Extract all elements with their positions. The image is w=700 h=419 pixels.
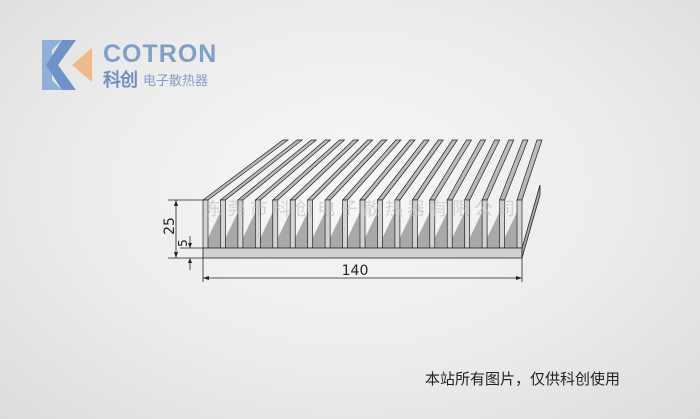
heatsink-base-side: [521, 184, 541, 259]
logo-brand-cn: 科创: [103, 70, 138, 91]
dimension-width: 140: [342, 263, 369, 279]
fin-slot-shadow: [487, 212, 500, 248]
fin-slot-shadow: [242, 212, 256, 248]
logo-brand-en: COTRON: [103, 40, 218, 68]
fin-slot-shadow: [434, 212, 448, 248]
fin-top: [481, 139, 515, 201]
fin-slot-shadow: [365, 212, 378, 248]
dimension-height: 25: [162, 217, 178, 235]
fin-slot-shadow: [382, 212, 395, 248]
fin-slot-shadow: [260, 212, 273, 248]
fin-slot-shadow: [347, 212, 360, 248]
fin-slot-shadow: [330, 212, 343, 248]
fin-slot-shadow: [452, 212, 465, 248]
dimension-base: 5: [176, 239, 190, 247]
fin-slot-shadow: [399, 212, 413, 248]
fin-slot-shadow: [504, 212, 517, 248]
heatsink-base: [202, 247, 523, 259]
fin-slot-shadow: [312, 212, 326, 248]
fin-slot-shadow: [469, 212, 483, 248]
dimension-lines: [168, 199, 523, 282]
logo-icon: [42, 40, 92, 90]
usage-notice: 本站所有图片，仅供科创使用: [425, 370, 621, 388]
fin-slot-shadow: [277, 212, 291, 248]
fin-slot-shadow: [295, 212, 308, 248]
fin-face: [516, 199, 523, 249]
logo-tagline: 电子散热器: [143, 74, 209, 89]
fin-slot-shadow: [225, 212, 238, 248]
fin-slot-shadow: [208, 212, 221, 248]
fin-top: [464, 139, 501, 201]
heatsink-fins: [201, 139, 543, 249]
fin-slot-shadow: [417, 212, 430, 248]
